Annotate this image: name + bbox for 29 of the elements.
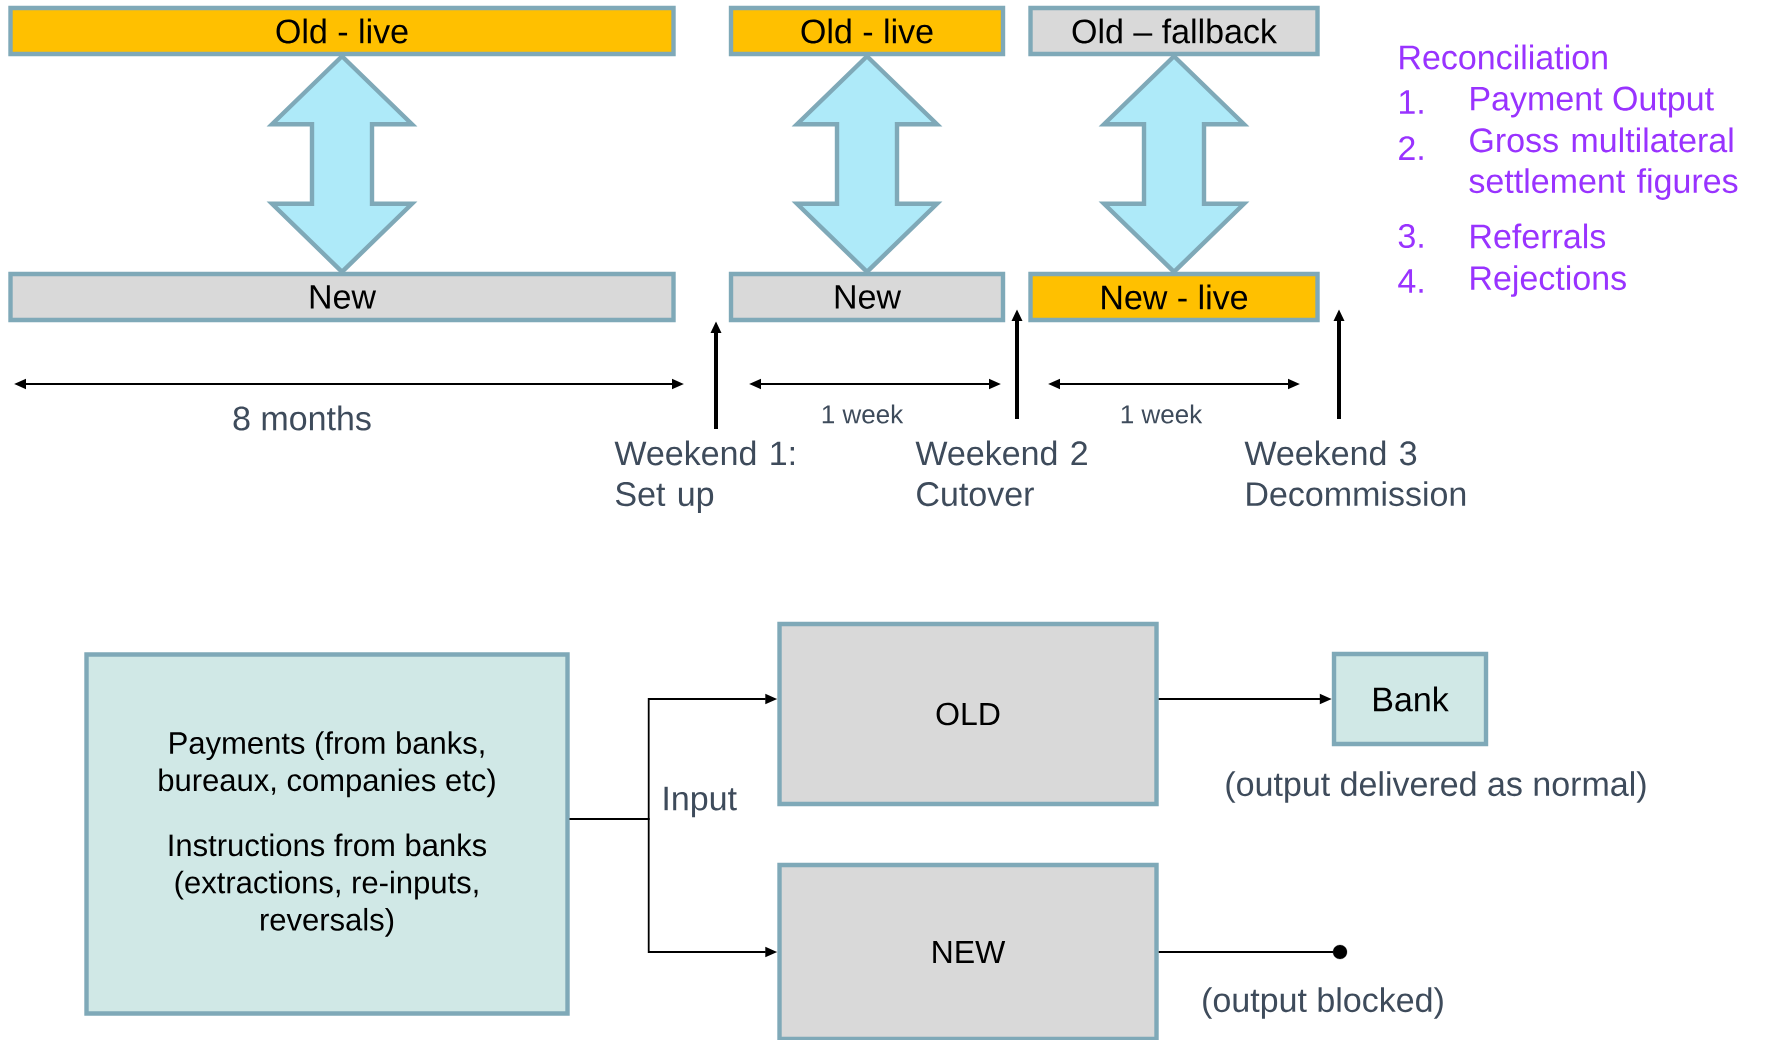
bar: New - live [1028, 271, 1320, 323]
list-item: Gross multilateral settlement figures [1469, 127, 1738, 200]
dimension-label: 8 months [233, 405, 371, 431]
list-item: Rejections [1471, 265, 1626, 297]
list-number: 1. [1400, 90, 1423, 114]
process-box: Payments (from banks, bureaux, companies etc) Instructions from banks (extractions, re-inputs, reversals) [84, 652, 570, 1016]
bar: Old - live [8, 5, 676, 57]
end-dot [1332, 944, 1348, 960]
list-number: 2. [1399, 136, 1423, 160]
caption-text: (output delivered as normal) [1226, 771, 1646, 803]
bar: New [728, 271, 1006, 323]
milestone-label: Weekend 1: Set up [614, 440, 794, 513]
milestone-label: Weekend 2 Cutover [915, 440, 1087, 507]
list-number: 3. [1398, 223, 1423, 249]
milestone-label: Weekend 3 Decommission [1244, 440, 1466, 507]
dimension-label: 1 week [822, 404, 904, 424]
edge-label: Input [659, 784, 739, 820]
list-heading: Reconciliation [1400, 44, 1607, 70]
list-item: Payment Output [1471, 86, 1714, 118]
process-box: Bank [1331, 651, 1489, 747]
caption-text: (output blocked) [1203, 987, 1443, 1019]
bar: Old – fallback [1028, 5, 1320, 57]
list-number: 4. [1398, 269, 1423, 293]
process-box: OLD [777, 621, 1159, 807]
bar: New [8, 271, 676, 323]
bar: Old - live [728, 5, 1006, 57]
dimension-label: 1 week [1121, 404, 1203, 424]
list-item: Referrals [1471, 223, 1606, 249]
process-box: NEW [777, 862, 1159, 1040]
